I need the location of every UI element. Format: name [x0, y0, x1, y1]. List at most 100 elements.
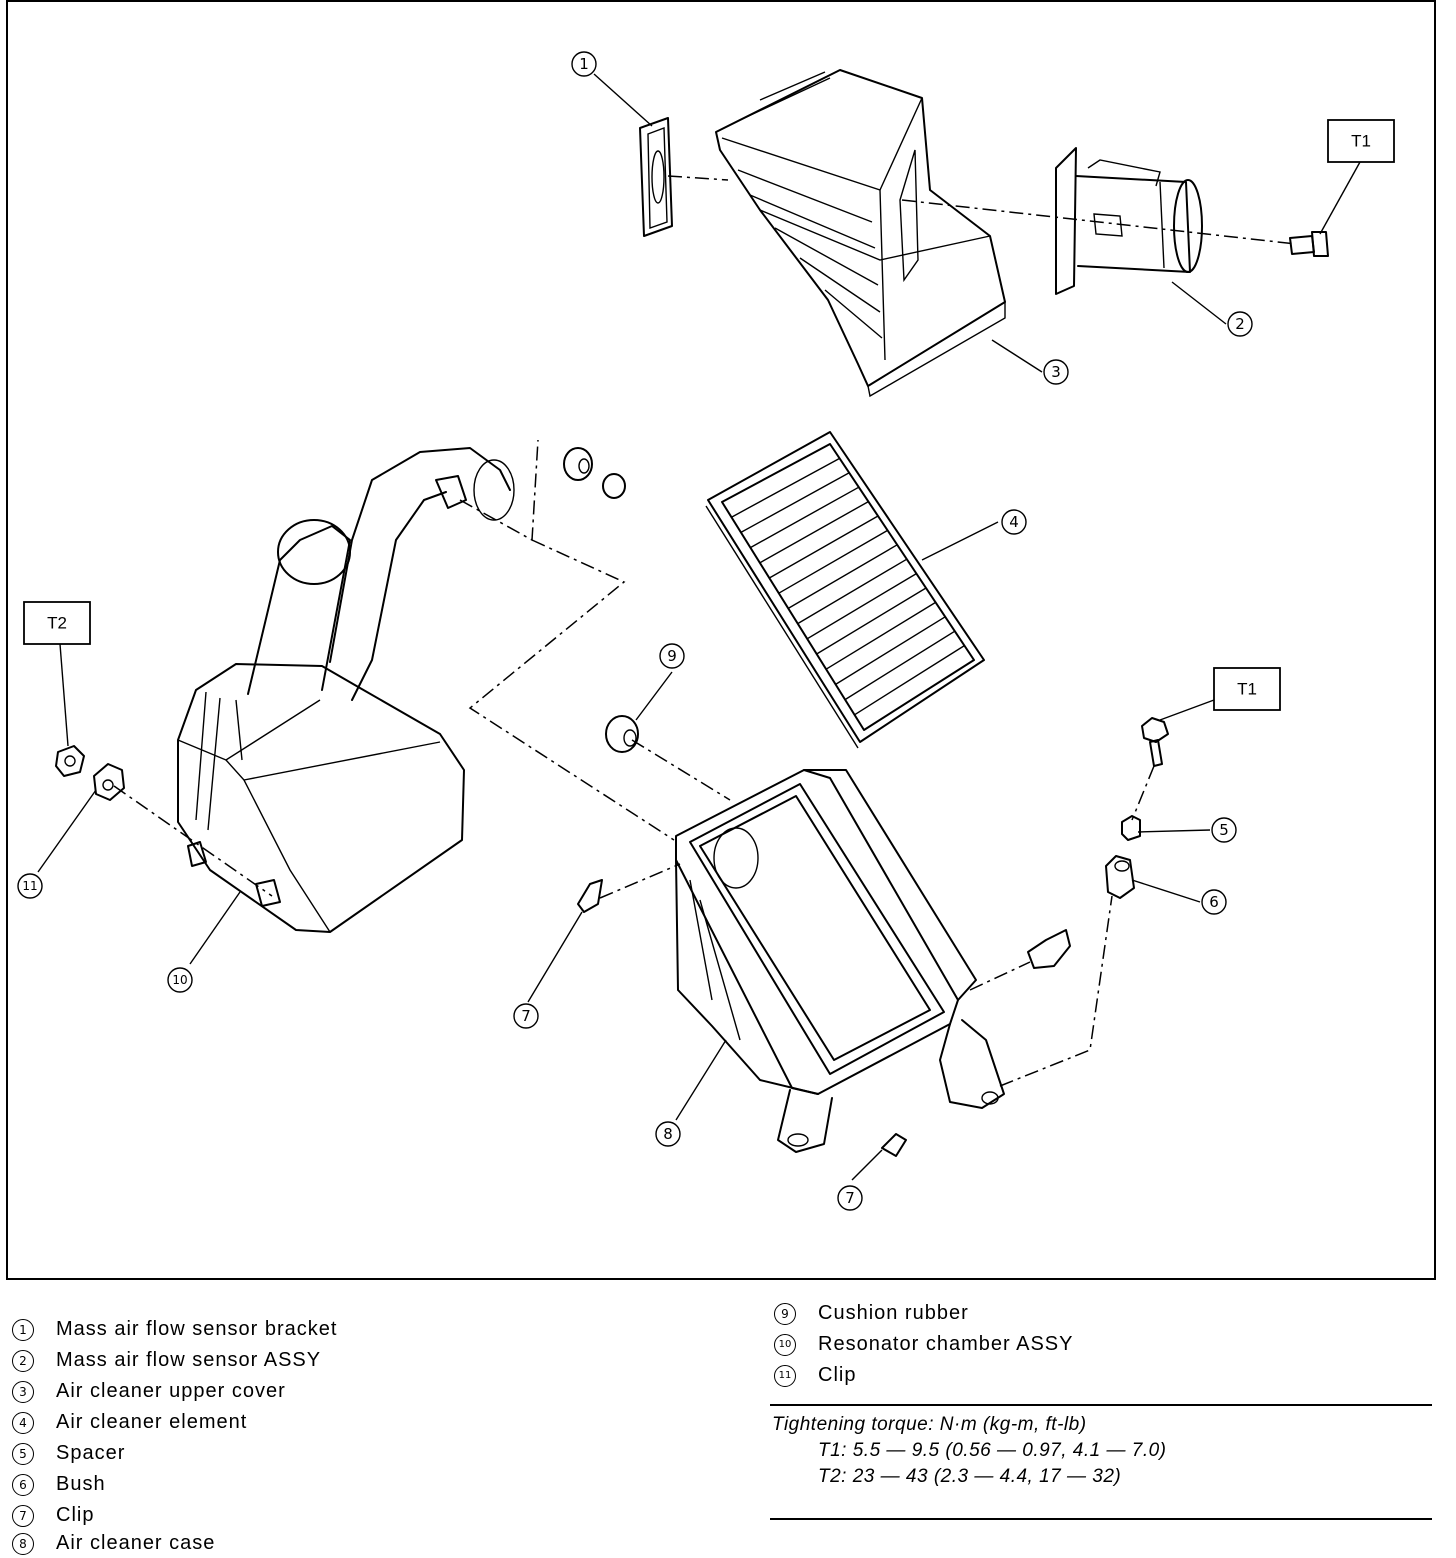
duct-grommet-drawing [563, 447, 626, 499]
callout-7a: 7 [513, 1003, 539, 1029]
legend-item: 8 Air cleaner case [12, 1532, 215, 1555]
legend-item: 2 Mass air flow sensor ASSY [12, 1349, 321, 1372]
clip-7-bottom-drawing [881, 1133, 907, 1157]
filter-pleat-line [731, 457, 840, 518]
callout-8: 8 [655, 1121, 681, 1147]
legend-label: Air cleaner case [56, 1532, 216, 1554]
tightening-torque-box: Tightening torque: N·m (kg-m, ft-lb) T1:… [770, 1404, 1432, 1520]
svg-text:3: 3 [1051, 363, 1061, 381]
clip-case-right-drawing [1027, 929, 1071, 969]
legend-label: Mass air flow sensor ASSY [56, 1349, 322, 1371]
callout-3: 3 [1043, 359, 1069, 385]
callout-7b: 7 [837, 1185, 863, 1211]
filter-pleat-line [759, 500, 869, 564]
callout-1: 1 [571, 51, 597, 77]
legend-number: 2 [12, 1349, 34, 1372]
legend-item: 11 Clip [774, 1364, 856, 1387]
callout-4: 4 [1001, 509, 1027, 535]
spacer-drawing [1121, 815, 1141, 841]
svg-text:5: 5 [1219, 821, 1229, 839]
legend-number: 10 [774, 1333, 796, 1356]
assembly-line-bolt [1131, 765, 1155, 821]
leader-3 [991, 339, 1043, 373]
assembly-line-maf [901, 199, 1297, 245]
leader-t1-right [1159, 699, 1215, 721]
assembly-line-duct [459, 439, 675, 841]
mass-air-flow-sensor-bracket-drawing [639, 117, 673, 237]
clip-7-left-drawing [577, 879, 603, 913]
leader-6 [1131, 879, 1201, 903]
legend-number: 8 [12, 1532, 34, 1555]
svg-text:4: 4 [1009, 513, 1019, 531]
legend-item: 1 Mass air flow sensor bracket [12, 1318, 337, 1341]
air-cleaner-element-drawing [705, 431, 985, 749]
filter-pleat-line [797, 558, 908, 625]
exploded-diagram: 1 2 3 4 5 6 7 7 8 9 10 11 T1 T1 T2 [17, 51, 1395, 1211]
leader-1 [593, 73, 653, 127]
diagram-frame [6, 0, 1436, 1280]
leader-5 [1137, 829, 1211, 833]
legend-label: Bush [56, 1473, 106, 1495]
leader-t1-top [1319, 161, 1361, 235]
legend-item: 10 Resonator chamber ASSY [774, 1333, 1073, 1356]
legend-label: Spacer [56, 1442, 126, 1464]
torque-t1-spec: T1: 5.5 — 9.5 (0.56 — 0.97, 4.1 — 7.0) [818, 1440, 1167, 1461]
filter-pleat-line [816, 587, 927, 655]
air-cleaner-upper-cover-drawing [715, 69, 1006, 398]
legend-label: Mass air flow sensor bracket [56, 1318, 338, 1340]
svg-text:11: 11 [22, 879, 37, 893]
svg-text:6: 6 [1209, 893, 1219, 911]
filter-pleat-line [740, 472, 850, 534]
svg-text:T2: T2 [47, 614, 67, 633]
leader-10 [189, 891, 241, 965]
leader-8 [675, 1039, 727, 1121]
mass-air-flow-sensor-drawing [1055, 147, 1203, 295]
legend-number: 9 [774, 1302, 796, 1325]
torque-heading: Tightening torque: N·m (kg-m, ft-lb) [772, 1414, 1087, 1435]
legend-label: Clip [56, 1504, 95, 1526]
callout-11: 11 [17, 873, 43, 899]
leader-11 [37, 789, 97, 873]
leader-7a [527, 911, 583, 1003]
svg-text:9: 9 [667, 647, 677, 665]
svg-text:2: 2 [1235, 315, 1245, 333]
legend-number: 11 [774, 1364, 796, 1387]
filter-pleat-line [844, 630, 956, 701]
clip-11-drawing [93, 763, 125, 801]
assembly-line-right-clip [969, 961, 1031, 991]
resonator-chamber-drawing [177, 447, 515, 933]
assembly-line-bush [999, 895, 1113, 1087]
svg-text:10: 10 [172, 973, 187, 987]
callout-2: 2 [1227, 311, 1253, 337]
leader-4 [921, 521, 999, 561]
filter-pleat-line [806, 572, 917, 640]
t1-bolt-top-drawing [1289, 231, 1329, 257]
cushion-rubber-drawing [605, 715, 639, 753]
leader-t2 [59, 643, 69, 747]
legend-label: Resonator chamber ASSY [818, 1333, 1074, 1355]
callout-10: 10 [167, 967, 193, 993]
callout-6: 6 [1201, 889, 1227, 915]
filter-pleat-line [778, 529, 888, 594]
svg-text:8: 8 [663, 1125, 673, 1143]
filter-pleat-line [854, 645, 965, 716]
torque-tag-t2-left: T2 [23, 601, 91, 645]
legend-label: Clip [818, 1364, 857, 1386]
svg-text:1: 1 [579, 55, 589, 73]
svg-text:7: 7 [521, 1007, 531, 1025]
filter-pleat-line [750, 486, 860, 549]
legend-number: 1 [12, 1318, 34, 1341]
air-cleaner-case-drawing [675, 769, 1005, 1153]
filter-pleat-line [835, 616, 946, 685]
assembly-line-bracket [667, 175, 729, 181]
leader-2 [1171, 281, 1227, 325]
svg-text:T1: T1 [1237, 680, 1257, 699]
leader-7b [851, 1149, 883, 1181]
legend-label: Air cleaner upper cover [56, 1380, 286, 1402]
filter-pleat-line [768, 515, 879, 579]
